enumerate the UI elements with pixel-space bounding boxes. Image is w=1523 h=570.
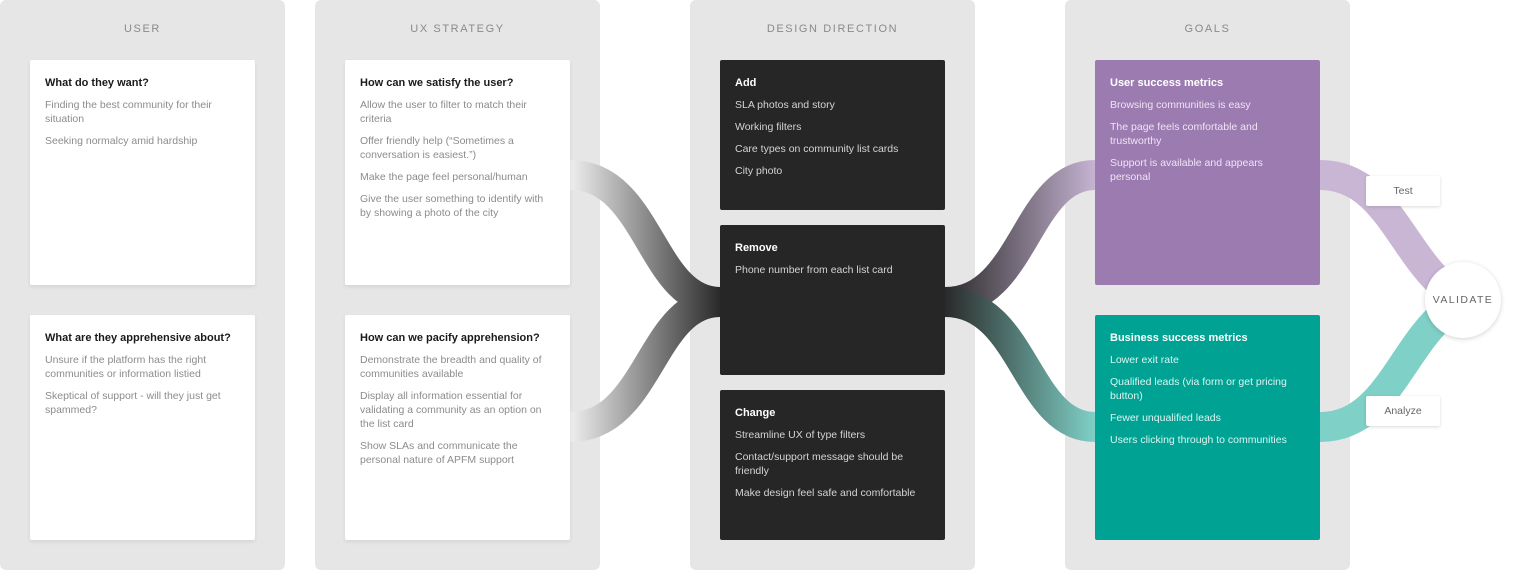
card-item: Demonstrate the breadth and quality of c…	[360, 354, 542, 380]
column-title-design-direction: DESIGN DIRECTION	[766, 23, 899, 35]
card-item: Working filters	[735, 121, 802, 133]
card-item: Give the user something to identify with…	[360, 193, 544, 219]
card-title: What are they apprehensive about?	[45, 332, 231, 344]
card-item: SLA photos and story	[735, 99, 835, 111]
card-title: How can we pacify apprehension?	[360, 332, 540, 344]
card-item: Qualified leads (via form or get pricing…	[1110, 376, 1287, 402]
card-title: User success metrics	[1110, 77, 1224, 89]
flow-remove-to-business-metrics	[943, 287, 1097, 442]
goal-card-business-success: Business success metrics Lower exit rate…	[1095, 315, 1320, 540]
card-item: Show SLAs and communicate the personal n…	[360, 440, 518, 466]
goal-card-user-success: User success metrics Browsing communitie…	[1095, 60, 1320, 285]
card-title: Add	[735, 77, 757, 89]
strategy-card-pacify: How can we pacify apprehension? Demonstr…	[345, 315, 570, 540]
test-tag: Test	[1366, 176, 1440, 206]
card-item: Contact/support message should be friend…	[735, 451, 904, 477]
flow-remove-to-user-metrics	[943, 160, 1097, 317]
card-title: How can we satisfy the user?	[360, 77, 514, 89]
flow-strategy-to-remove-top	[568, 160, 722, 317]
card-item: Skeptical of support - will they just ge…	[45, 390, 221, 416]
flow-business-metrics-to-validate	[1318, 300, 1457, 442]
card-item: Make the page feel personal/human	[360, 171, 528, 183]
card-item: Users clicking through to communities	[1110, 434, 1287, 446]
card-item: Care types on community list cards	[735, 143, 899, 155]
card-item: Offer friendly help (“Sometimes a conver…	[360, 135, 514, 161]
card-title: Change	[735, 407, 776, 419]
card-item: Allow the user to filter to match their …	[360, 99, 527, 125]
card-title: What do they want?	[45, 77, 149, 89]
card-title: Business success metrics	[1110, 332, 1248, 344]
strategy-card-satisfy: How can we satisfy the user? Allow the u…	[345, 60, 570, 285]
user-card-wants: What do they want? Finding the best comm…	[30, 60, 255, 285]
card-item: Phone number from each list card	[735, 264, 893, 276]
design-card-remove: Remove Phone number from each list card	[720, 225, 945, 375]
column-title-goals: GOALS	[1184, 23, 1231, 35]
card-item: Display all information essential for va…	[360, 390, 542, 430]
card-item: Unsure if the platform has the right com…	[45, 354, 207, 380]
design-card-add: Add SLA photos and story Working filters…	[720, 60, 945, 210]
validate-node: VALIDATE	[1425, 262, 1501, 338]
card-item: Fewer unqualified leads	[1110, 412, 1221, 424]
card-item: Finding the best community for their sit…	[45, 99, 212, 125]
card-item: Streamline UX of type filters	[735, 429, 866, 441]
flow-strategy-to-remove-bottom	[568, 287, 722, 442]
card-item: Support is available and appears persona…	[1110, 157, 1263, 183]
flow-user-metrics-to-validate	[1319, 160, 1456, 300]
column-title-user: USER	[124, 23, 161, 35]
card-item: Lower exit rate	[1110, 354, 1179, 366]
card-item: City photo	[735, 165, 783, 177]
card-item: Seeking normalcy amid hardship	[45, 135, 198, 147]
design-card-change: Change Streamline UX of type filters Con…	[720, 390, 945, 540]
card-item: Browsing communities is easy	[1110, 99, 1251, 111]
column-title-ux-strategy: UX STRATEGY	[410, 23, 505, 35]
analyze-tag: Analyze	[1366, 396, 1440, 426]
card-title: Remove	[735, 242, 778, 254]
card-item: Make design feel safe and comfortable	[735, 487, 916, 499]
user-card-apprehensive: What are they apprehensive about? Unsure…	[30, 315, 255, 540]
card-item: The page feels comfortable and trustwort…	[1110, 121, 1258, 147]
